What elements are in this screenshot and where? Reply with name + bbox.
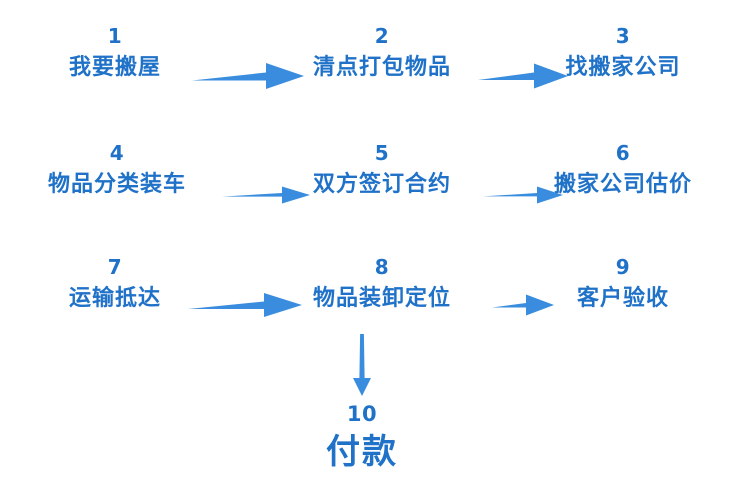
step-node-7[interactable]: 7 运输抵达 [69,256,161,311]
step-label-2: 清点打包物品 [312,55,452,80]
step-number-2: 2 [374,24,390,48]
step-node-3[interactable]: 3 找搬家公司 [565,25,680,80]
arrow-step4-to-step5 [222,183,310,207]
step-label-4: 物品分类装车 [47,172,187,197]
step-node-1[interactable]: 1 我要搬屋 [69,25,161,80]
step-label-3: 找搬家公司 [565,55,681,80]
step-label-10: 付款 [326,432,398,473]
step-label-7: 运输抵达 [68,286,162,311]
step-number-6: 6 [615,141,631,165]
arrow-step8-to-step9 [492,292,554,318]
step-number-8: 8 [374,255,390,279]
step-node-8[interactable]: 8 物品装卸定位 [313,256,451,311]
step-label-5: 双方签订合约 [312,172,452,197]
arrow-step5-to-step6 [483,183,563,207]
step-number-9: 9 [615,255,631,279]
step-number-1: 1 [107,24,123,48]
step-node-2[interactable]: 2 清点打包物品 [313,25,451,80]
step-node-4[interactable]: 4 物品分类装车 [48,142,186,197]
step-number-10: 10 [346,402,378,426]
step-number-3: 3 [615,24,631,48]
arrow-step1-to-step2 [192,60,304,92]
arrow-step7-to-step8 [188,290,302,320]
step-label-8: 物品装卸定位 [312,286,452,311]
step-node-6[interactable]: 6 搬家公司估价 [554,142,692,197]
step-number-5: 5 [374,141,390,165]
step-number-7: 7 [107,255,123,279]
step-number-4: 4 [109,141,125,165]
arrow-step8-to-step10 [348,334,376,396]
step-node-9[interactable]: 9 客户验收 [577,256,669,311]
arrow-step2-to-step3 [478,60,568,92]
step-label-9: 客户验收 [576,286,670,311]
step-node-10[interactable]: 10 付款 [326,402,398,473]
step-label-1: 我要搬屋 [68,55,162,80]
step-label-6: 搬家公司估价 [553,172,693,197]
step-node-5[interactable]: 5 双方签订合约 [313,142,451,197]
